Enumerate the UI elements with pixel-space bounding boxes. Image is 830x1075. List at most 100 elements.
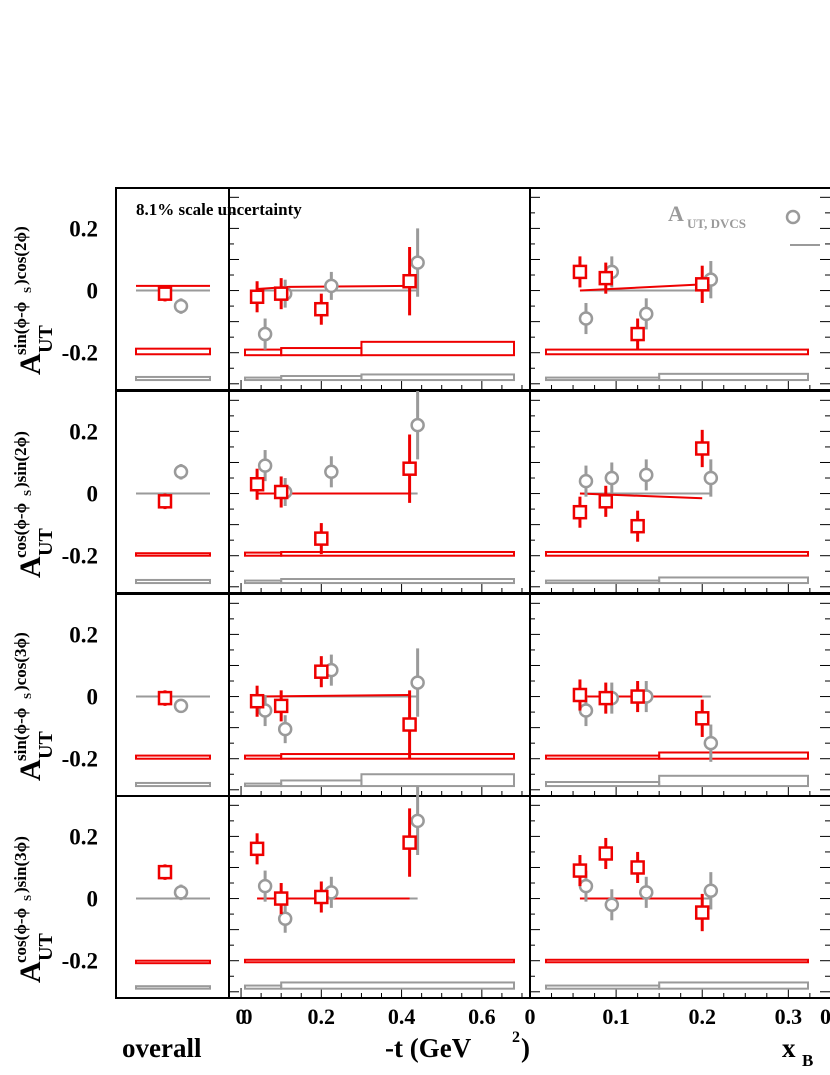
y-tick-label: 0	[87, 482, 99, 507]
overall-sys-band-red	[135, 347, 211, 356]
y-label-A: A	[14, 556, 47, 578]
data-point-red	[694, 711, 710, 726]
sys-band-red	[280, 550, 515, 557]
sys-band-gray	[244, 376, 283, 382]
sys-band-gray	[280, 981, 515, 990]
overall-sys-band-gray	[135, 985, 211, 990]
y-label-A: A	[14, 759, 47, 781]
y-label-sup: cos(ϕ-ϕ	[11, 908, 30, 963]
overall-sys-band-red	[135, 754, 211, 760]
data-point-gray	[257, 458, 273, 473]
sys-band-red	[244, 958, 515, 964]
panel-frame-xb-3	[529, 795, 830, 999]
sys-band-red	[658, 751, 810, 760]
data-point-gray	[703, 735, 719, 751]
y-tick-label: 0.2	[69, 216, 98, 241]
data-point-red	[598, 846, 614, 861]
data-point-red	[694, 441, 710, 456]
x-tick-label-t: 0.6	[468, 1004, 496, 1029]
sys-band-red	[545, 550, 809, 557]
data-point-red	[249, 289, 265, 305]
legend-marker	[785, 209, 801, 225]
panel-contents	[135, 228, 810, 990]
data-point-red	[249, 476, 265, 492]
sys-band-gray	[545, 376, 661, 382]
y-label-sup-end: )sin(3ϕ)	[11, 836, 30, 893]
data-point-red	[402, 717, 417, 732]
y-axis-label-row-3: AUT cos(ϕ-ϕ S )sin(3ϕ)	[11, 836, 57, 983]
x-tick-label-xb: 0.3	[775, 1004, 803, 1029]
x-title-xb: x	[782, 1033, 796, 1063]
data-point-gray	[173, 885, 189, 900]
sys-band-red	[545, 348, 809, 356]
x-title-xb-sub: B	[802, 1051, 813, 1070]
data-point-gray	[324, 464, 339, 480]
data-point-gray	[324, 278, 339, 294]
y-label-A: A	[14, 353, 47, 375]
y-label-sup-sub: S	[22, 895, 34, 901]
y-tick-label: 0	[87, 887, 99, 912]
data-point-gray	[703, 883, 719, 899]
sys-band-red	[545, 958, 809, 964]
y-label-sup-sub: S	[22, 693, 34, 699]
panel-frame-xb-1	[529, 390, 830, 594]
data-point-red	[694, 277, 710, 292]
y-label-sup: sin(ϕ-ϕ	[11, 302, 30, 355]
y-tick-label: 0	[87, 685, 99, 710]
overall-sys-band-gray	[135, 375, 211, 382]
figure-text: 8.1% scale uncertainty A UT, DVCS overal…	[122, 200, 820, 1070]
x-tick-label-t: 0	[236, 1004, 247, 1029]
data-point-gray	[604, 470, 620, 486]
data-point-red	[157, 494, 173, 509]
data-point-red	[402, 461, 417, 476]
data-point-red	[598, 690, 614, 706]
data-point-gray	[639, 885, 654, 900]
x-tick-label-t: 0.4	[388, 1004, 416, 1029]
y-label-sup-end: )cos(2ϕ)	[11, 226, 30, 285]
panel-frame-overall-2	[115, 593, 230, 797]
x-tick-label-xb: 0	[525, 1004, 536, 1029]
data-point-red	[273, 698, 289, 714]
sys-band-red	[244, 551, 283, 557]
data-point-gray	[639, 306, 654, 322]
x-tick-label-xb: 0.1	[602, 1004, 630, 1029]
data-point-gray	[173, 298, 189, 314]
sys-band-red	[244, 754, 283, 760]
data-point-red	[402, 835, 417, 850]
y-tick-label: -0.2	[62, 341, 98, 366]
data-point-gray	[578, 473, 594, 489]
y-label-sub: UT	[35, 933, 57, 961]
data-point-gray	[257, 878, 273, 894]
panel-frame-overall-1	[115, 390, 230, 594]
data-point-red	[273, 286, 289, 301]
sys-band-red	[280, 753, 515, 760]
overall-sys-band-gray	[135, 781, 211, 788]
y-label-sup: cos(ϕ-ϕ	[11, 503, 30, 558]
data-point-red	[157, 690, 173, 706]
data-point-red	[157, 864, 173, 880]
x-title-t-sup: 2	[512, 1029, 520, 1046]
row-3	[135, 786, 810, 990]
sys-band-red	[360, 340, 515, 357]
y-label-A: A	[14, 961, 47, 983]
sys-band-red	[280, 347, 363, 357]
y-label-sub: UT	[35, 528, 57, 556]
data-point-red	[314, 531, 329, 546]
data-point-gray	[277, 911, 293, 927]
sys-band-gray	[360, 373, 515, 382]
overall-sys-band-red	[135, 552, 211, 557]
data-point-red	[572, 863, 588, 878]
sys-band-gray	[658, 372, 810, 382]
overall-sys-band-red	[135, 959, 211, 965]
y-tick-label: 0.2	[69, 622, 98, 647]
data-point-red	[157, 286, 173, 301]
data-point-gray	[410, 255, 425, 270]
data-point-red	[273, 891, 289, 906]
sys-band-gray	[360, 773, 515, 788]
x-title-t-close: )	[521, 1033, 530, 1063]
data-point-gray	[578, 703, 594, 718]
data-point-red	[598, 270, 614, 286]
sys-band-gray	[280, 578, 515, 585]
